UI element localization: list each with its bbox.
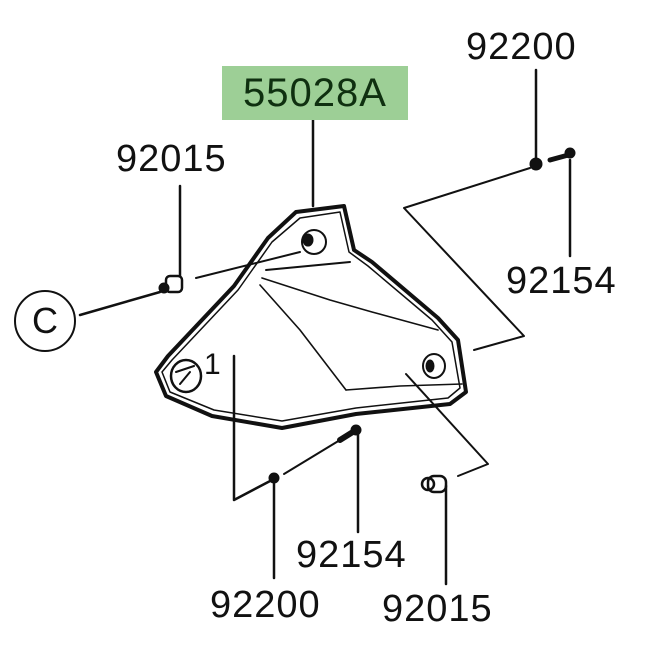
part-label-92200-bottom[interactable]: 92200 [210,584,321,626]
reference-marker-text: C [32,300,58,341]
main-part-number: 55028A [243,71,387,115]
index-marker-1: 1 [204,348,222,381]
part-label-92015-top[interactable]: 92015 [116,138,227,180]
cover-panel-outline [154,204,468,430]
reference-marker-c: C [14,290,76,352]
part-label-92154-bottom[interactable]: 92154 [296,534,407,576]
part-label-92200-top[interactable]: 92200 [466,26,577,68]
part-label-92154-right[interactable]: 92154 [506,260,617,302]
part-label-92015-bottom[interactable]: 92015 [382,588,493,630]
main-part-label[interactable]: 55028A [222,66,408,120]
